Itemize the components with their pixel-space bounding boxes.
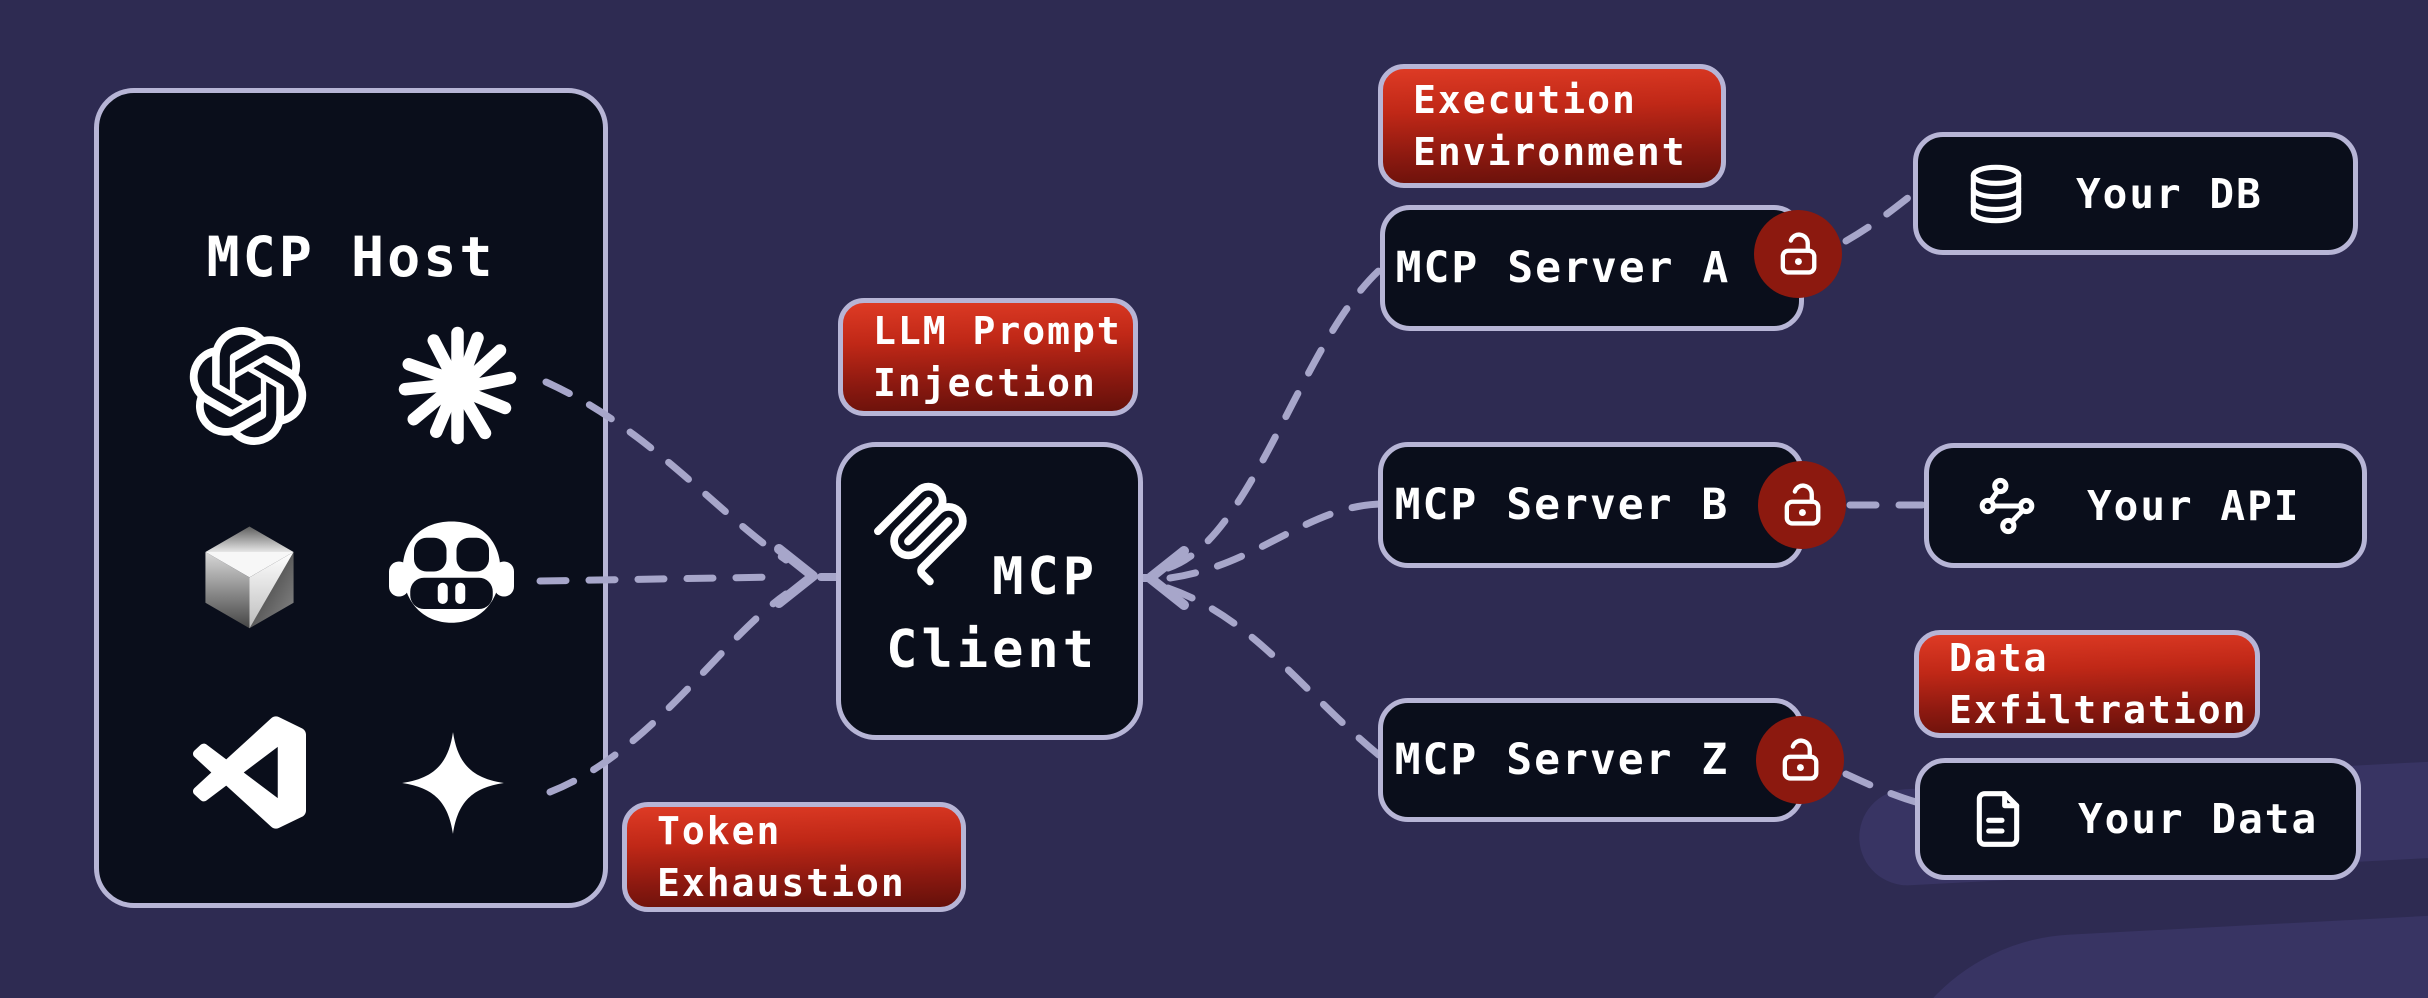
mcp-logo-icon <box>874 482 967 586</box>
badge-token-exhaustion: Token Exhaustion <box>622 802 966 912</box>
your-data-label: Your Data <box>2078 795 2319 843</box>
mcp-server-a-box: MCP Server A <box>1380 205 1804 331</box>
mcp-client-label-line1: MCP <box>992 547 1098 607</box>
unlocked-padlock-icon-server-z <box>1756 716 1844 804</box>
mcp-client-label: MCP Client <box>886 541 1098 687</box>
mcp-logo-watermark-icon <box>1859 756 2428 998</box>
connector-lock-db <box>1842 189 1918 245</box>
openai-icon <box>188 326 308 446</box>
your-db-label: Your DB <box>2076 169 2263 218</box>
document-icon <box>1976 791 2020 847</box>
mcp-server-a-label: MCP Server A <box>1395 243 1731 293</box>
connector-client-server-b <box>1166 500 1384 582</box>
mcp-server-b-box: MCP Server B <box>1378 442 1804 568</box>
database-icon <box>1970 164 2022 223</box>
mcp-server-z-box: MCP Server Z <box>1378 698 1804 822</box>
gemini-spark-icon <box>399 729 507 837</box>
your-db-box: Your DB <box>1913 132 2358 255</box>
arrowhead-into-client-left <box>774 544 818 608</box>
badge-execution-environment: Execution Environment <box>1378 64 1726 188</box>
unlocked-padlock-icon-server-a <box>1754 210 1842 298</box>
api-route-icon <box>1979 477 2035 534</box>
your-api-box: Your API <box>1924 443 2367 568</box>
connector-client-server-a <box>1164 262 1388 572</box>
unlocked-padlock-icon-server-b <box>1758 461 1846 549</box>
mcp-client-box: MCP Client <box>836 442 1143 740</box>
arrowhead-into-client-right <box>1145 546 1189 610</box>
cline-robot-icon <box>389 509 514 634</box>
badge-line: LLM Prompt <box>873 309 1122 353</box>
badge-line: Exhaustion <box>657 861 906 905</box>
your-data-box: Your Data <box>1915 758 2361 880</box>
mcp-client-label-line2: Client <box>886 620 1098 680</box>
badge-line: Injection <box>873 361 1097 405</box>
badge-line: Execution <box>1413 78 1637 122</box>
connector-client-server-z <box>1164 584 1384 760</box>
badge-llm-prompt-injection: LLM Prompt Injection <box>838 298 1138 416</box>
mcp-server-b-label: MCP Server B <box>1394 480 1730 530</box>
your-api-label: Your API <box>2087 481 2301 530</box>
mcp-host-title: MCP Host <box>206 225 496 289</box>
vscode-icon <box>192 715 307 830</box>
mcp-server-z-label: MCP Server Z <box>1394 735 1730 785</box>
badge-line: Token <box>657 809 782 853</box>
badge-data-exfiltration: Data Exfiltration <box>1914 630 2260 738</box>
claude-spark-icon <box>395 323 520 448</box>
cursor-cube-icon <box>192 521 307 636</box>
badge-line: Data <box>1949 636 2049 680</box>
mcp-host-box: MCP Host <box>94 88 608 908</box>
badge-line: Environment <box>1413 130 1687 174</box>
badge-line: Exfiltration <box>1949 688 2248 732</box>
